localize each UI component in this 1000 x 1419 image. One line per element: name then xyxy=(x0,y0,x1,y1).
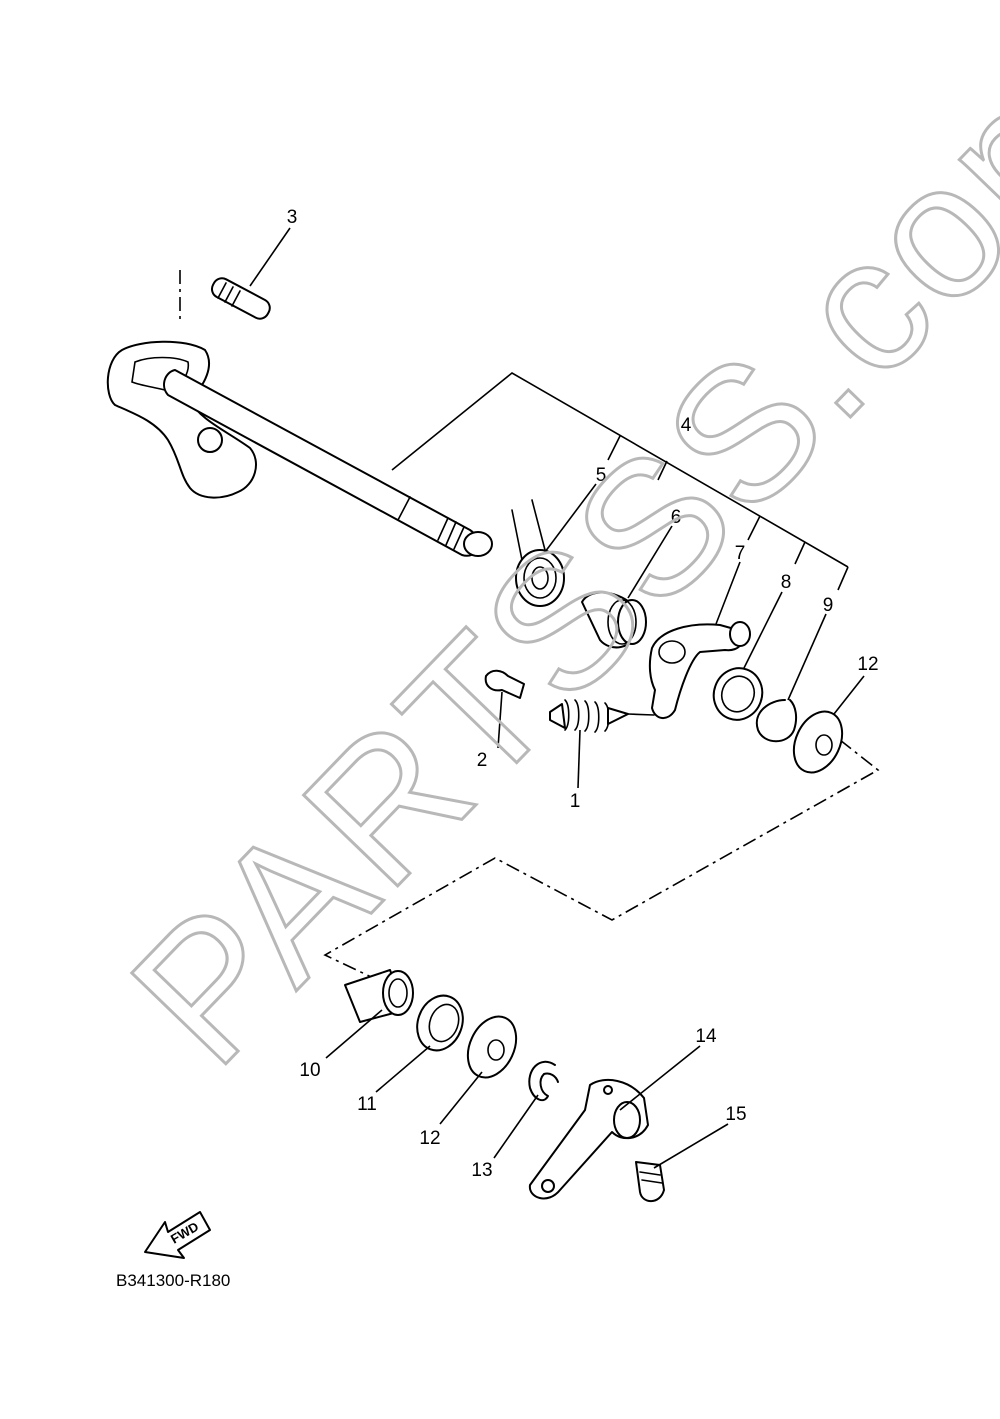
callout-1: 1 xyxy=(570,791,581,812)
part-oil-seal xyxy=(416,994,464,1052)
part-needle-bearing xyxy=(344,969,414,1023)
part-torsion-spring xyxy=(511,499,565,607)
callout-11: 11 xyxy=(357,1094,377,1115)
part-collar xyxy=(581,591,647,649)
part-shift-shaft xyxy=(106,340,493,557)
part-washer-12-bottom xyxy=(466,1015,518,1079)
watermark: PARTSSS.com xyxy=(92,3,1000,1103)
part-shift-lever xyxy=(648,621,751,719)
part-compression-spring xyxy=(549,699,655,733)
callout-12-bottom: 12 xyxy=(419,1128,440,1149)
callout-8: 8 xyxy=(781,572,792,593)
callout-15: 15 xyxy=(725,1104,746,1125)
callout-13: 13 xyxy=(471,1160,492,1181)
callout-numbers: 1 2 3 4 5 6 7 8 9 10 11 12 12 13 14 15 xyxy=(287,207,879,1181)
callout-7: 7 xyxy=(735,543,746,564)
diagram-code: B341300-R180 xyxy=(116,1271,230,1290)
callout-3: 3 xyxy=(287,207,298,228)
part-shift-arm xyxy=(528,1078,649,1200)
part-circlip-13 xyxy=(528,1060,559,1102)
callout-9: 9 xyxy=(823,595,834,616)
callout-leaders xyxy=(249,227,865,1169)
part-stud-bolt xyxy=(210,277,271,320)
callout-10: 10 xyxy=(299,1060,320,1081)
part-pin xyxy=(484,669,525,699)
callout-12-top: 12 xyxy=(857,654,878,675)
callout-4: 4 xyxy=(681,415,692,436)
fwd-arrow-icon: FWD xyxy=(144,1211,211,1259)
part-circlip-9 xyxy=(755,699,798,743)
callout-2: 2 xyxy=(477,750,488,771)
assembly-guides xyxy=(179,270,880,986)
callout-5: 5 xyxy=(596,465,607,486)
part-washer-8 xyxy=(712,667,764,721)
part-washer-12-top xyxy=(792,710,844,774)
part-bolt xyxy=(635,1161,665,1203)
callout-6: 6 xyxy=(671,507,682,528)
callout-14: 14 xyxy=(695,1026,717,1047)
